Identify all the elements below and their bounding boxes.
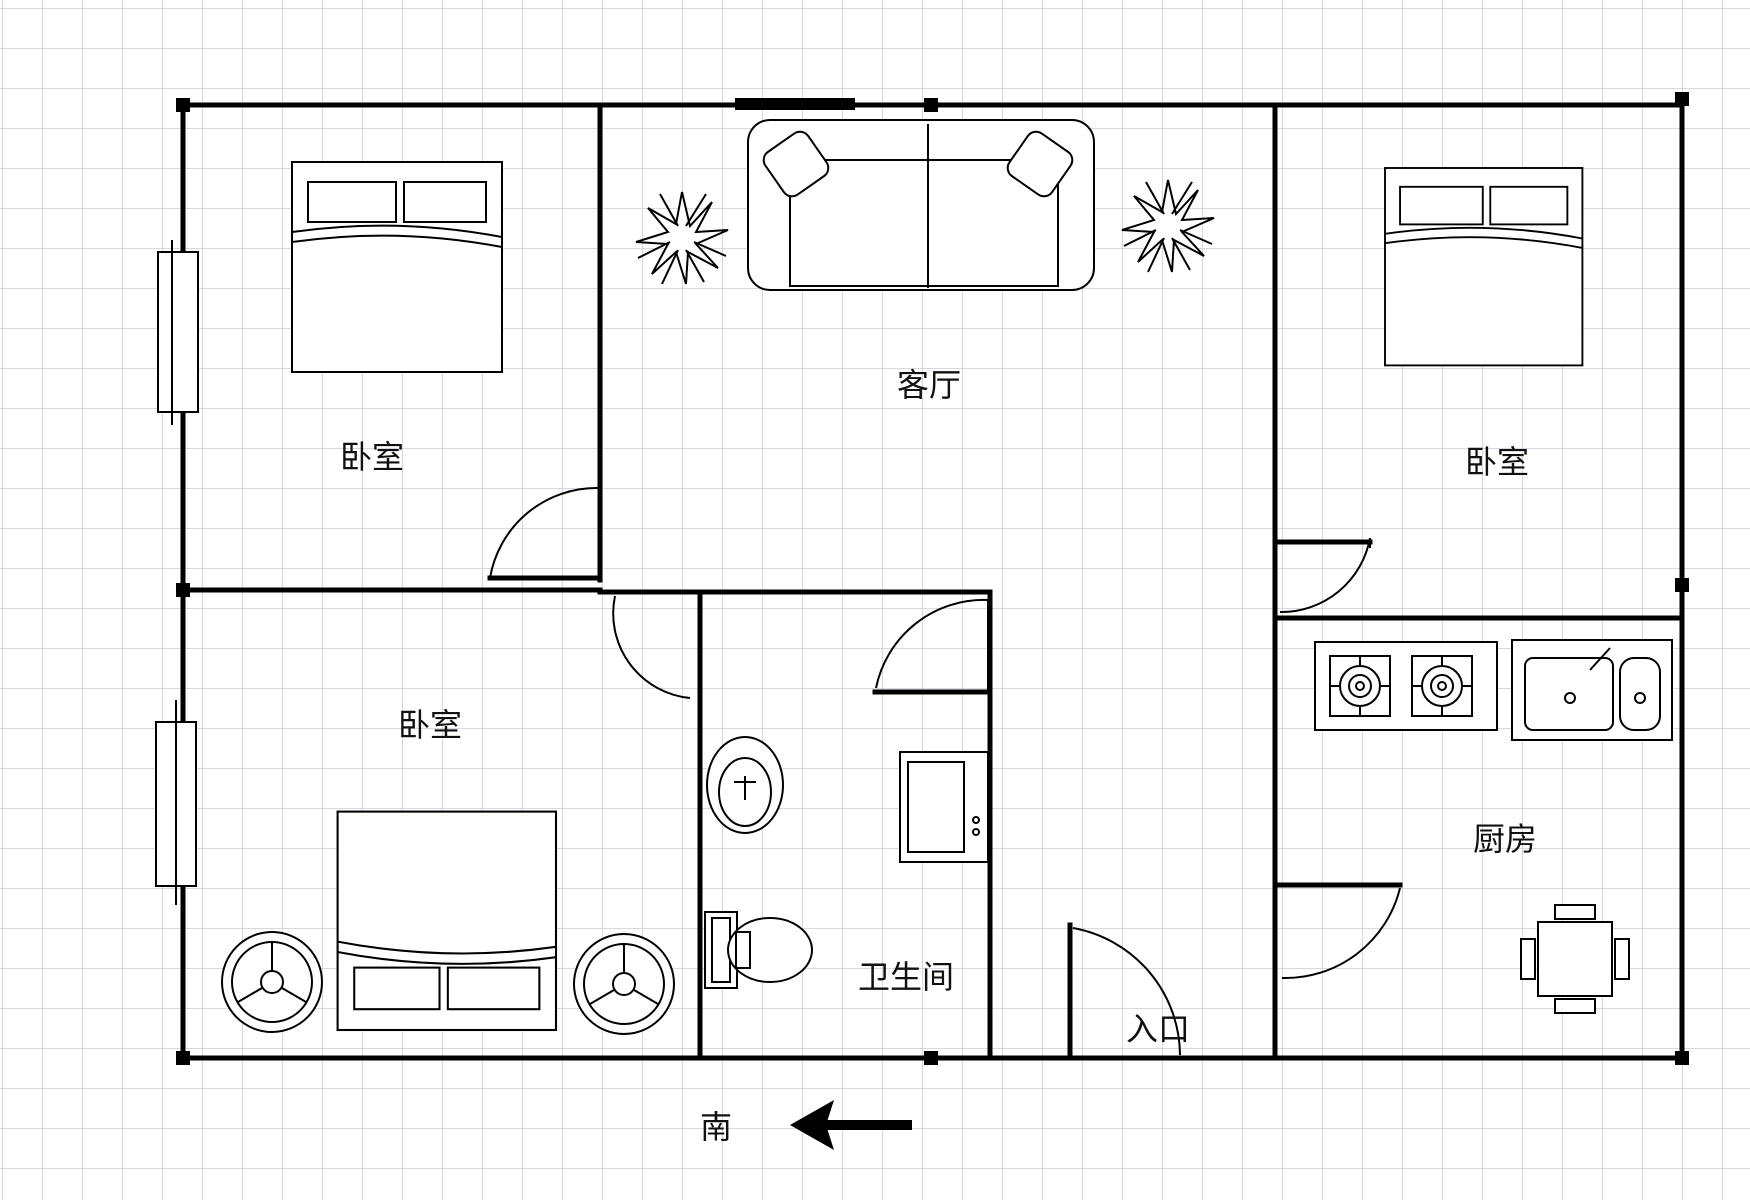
sofa (747, 119, 1095, 291)
label-entrance: 入口 (1126, 1010, 1190, 1048)
bed-sw (336, 810, 558, 1032)
door-bathroom (875, 598, 989, 689)
toilet (704, 911, 813, 989)
label-bedroom-nw: 卧室 (340, 438, 404, 476)
label-bedroom-sw: 卧室 (398, 706, 462, 744)
doors (489, 486, 1401, 1056)
windows (155, 98, 855, 905)
bed-ne (1384, 167, 1584, 367)
label-living-room: 客厅 (897, 366, 961, 404)
round-chair-right (573, 933, 675, 1035)
sink (1511, 639, 1673, 741)
door-kitchen (1281, 887, 1401, 980)
label-bathroom: 卫生间 (858, 958, 954, 996)
label-kitchen: 厨房 (1473, 820, 1537, 858)
door-bedroom-sw (612, 595, 691, 699)
stove (1314, 641, 1498, 731)
shower-tray (899, 751, 989, 863)
dining-table (1520, 904, 1630, 1014)
bed-nw (291, 161, 503, 373)
label-bedroom-ne: 卧室 (1465, 443, 1529, 481)
door-bedroom-nw (489, 486, 599, 579)
label-compass: 南 (700, 1108, 732, 1146)
door-bedroom-ne (1279, 537, 1371, 614)
corner-markers (176, 92, 1689, 1065)
round-chair-left (221, 931, 323, 1033)
washbasin (706, 736, 784, 834)
south-arrow (790, 1100, 912, 1150)
door-entrance (1072, 927, 1181, 1056)
